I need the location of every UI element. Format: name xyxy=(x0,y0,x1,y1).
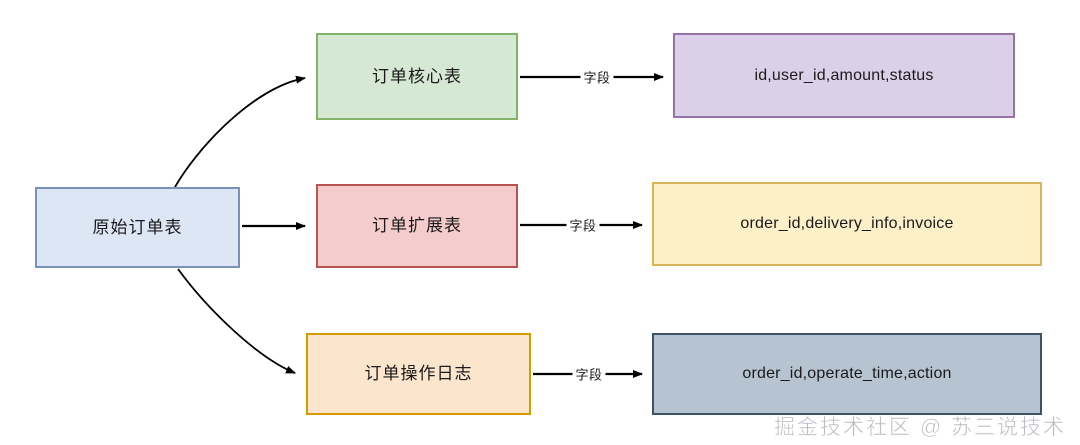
node-core-fields[interactable]: id,user_id,amount,status xyxy=(673,33,1015,118)
node-label-core-table: 订单核心表 xyxy=(372,66,462,86)
watermark: 掘金技术社区 @ 苏三说技术 xyxy=(774,416,1066,440)
node-label-core-fields: id,user_id,amount,status xyxy=(754,66,934,84)
node-log-table[interactable]: 订单操作日志 xyxy=(306,333,531,415)
edge-source-to-core xyxy=(174,75,306,188)
node-label-log-table: 订单操作日志 xyxy=(364,364,473,384)
node-source[interactable]: 原始订单表 xyxy=(35,187,240,268)
node-ext-fields[interactable]: order_id,delivery_info,invoice xyxy=(652,182,1042,266)
node-log-fields[interactable]: order_id,operate_time,action xyxy=(652,333,1042,415)
node-ext-table[interactable]: 订单扩展表 xyxy=(316,184,518,268)
node-core-table[interactable]: 订单核心表 xyxy=(316,33,518,120)
node-label-log-fields: order_id,operate_time,action xyxy=(742,365,952,382)
edge-label-log-to-fields: 字段 xyxy=(572,364,606,384)
edge-label-ext-to-fields: 字段 xyxy=(566,215,600,235)
node-label-ext-table: 订单扩展表 xyxy=(372,216,462,236)
node-label-ext-fields: order_id,delivery_info,invoice xyxy=(740,215,954,232)
edge-source-to-log xyxy=(177,268,296,374)
node-label-source: 原始订单表 xyxy=(92,217,183,237)
edge-label-core-to-fields: 字段 xyxy=(580,67,614,87)
